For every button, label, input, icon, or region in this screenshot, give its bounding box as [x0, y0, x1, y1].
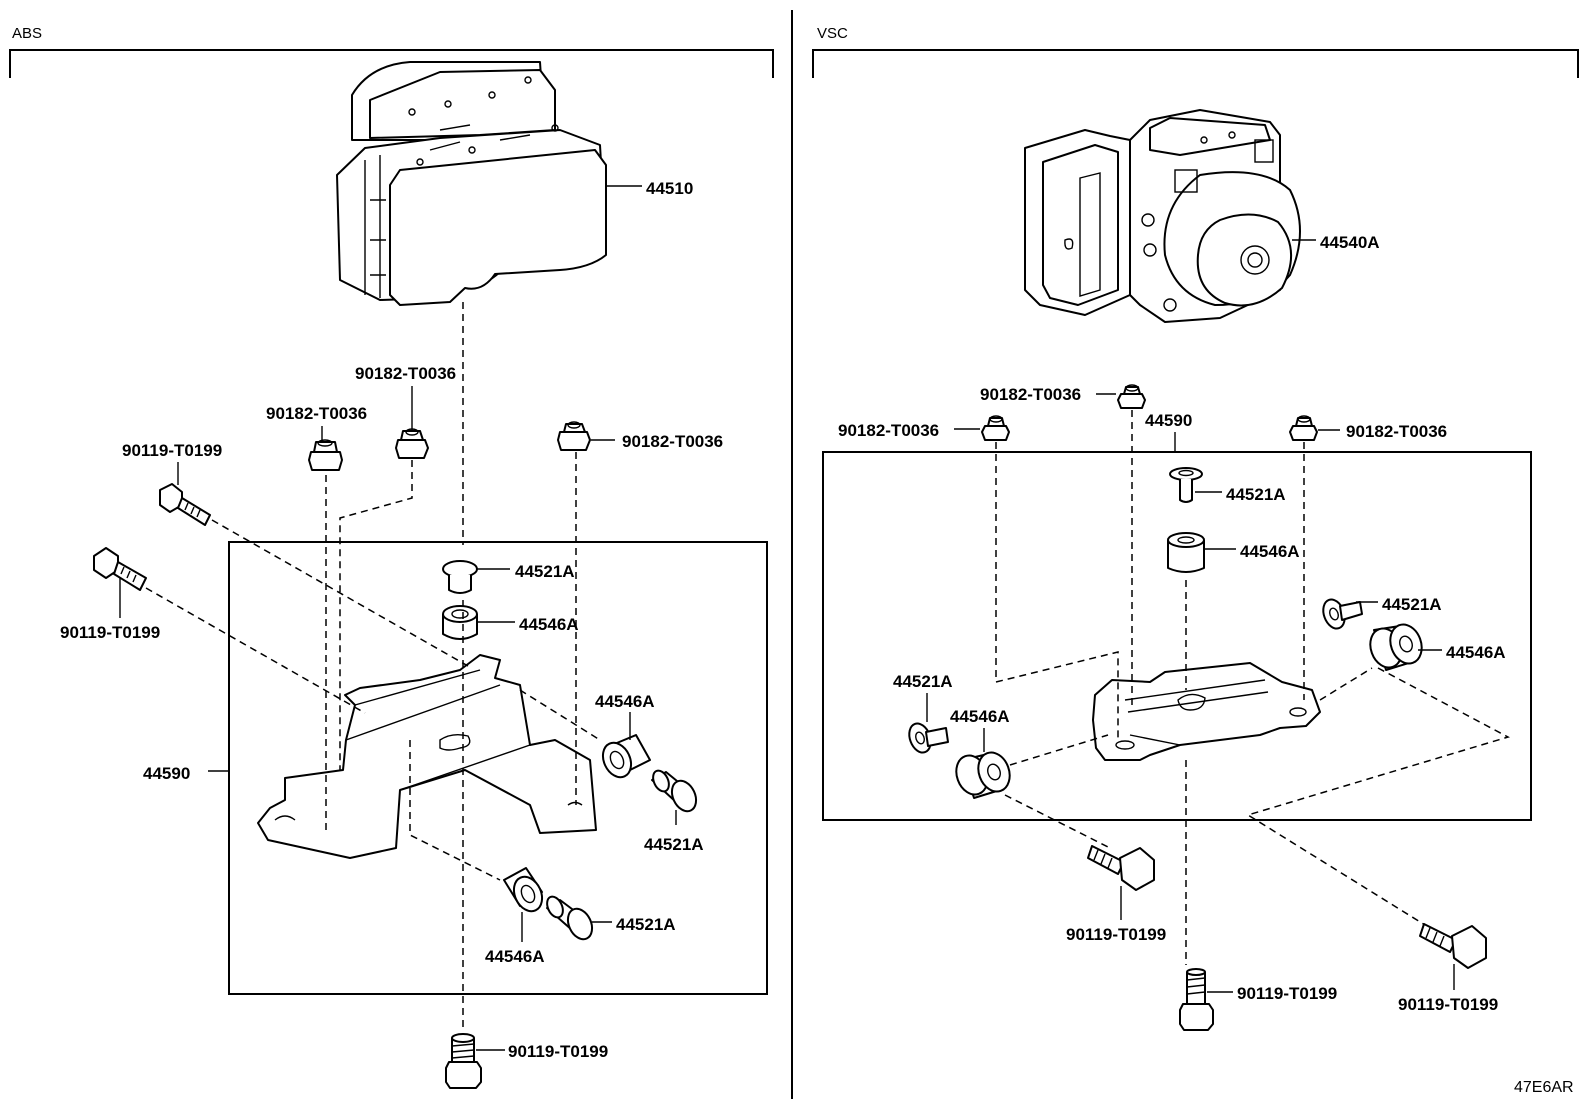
- abs-nut-2-drawing: [395, 428, 429, 459]
- vsc-collar-top-drawing: [1169, 467, 1203, 503]
- vsc-collar-right-drawing: [1322, 598, 1363, 630]
- vsc-assembly-lines: [995, 410, 1510, 965]
- abs-cushion-right-drawing: [601, 734, 651, 779]
- abs-collar-right-drawing: [651, 769, 698, 813]
- abs-nut-3-label: 90182-T0036: [622, 432, 723, 451]
- abs-collar-bottom-label: 44521A: [616, 915, 676, 934]
- abs-cushion-bottom-drawing: [503, 867, 544, 913]
- vsc-nut-3-label: 90182-T0036: [1346, 422, 1447, 441]
- vsc-cushion-top-label: 44546A: [1240, 542, 1300, 561]
- vsc-nut-1-label: 90182-T0036: [838, 421, 939, 440]
- abs-actuator-label: 44510: [646, 179, 693, 198]
- vsc-bracket-group-box: [822, 451, 1532, 821]
- abs-cushion-bottom-label: 44546A: [485, 947, 545, 966]
- abs-nut-3-drawing: [557, 421, 591, 451]
- vsc-nut-3-drawing: [1289, 415, 1318, 441]
- abs-collar-top-drawing: [442, 560, 478, 594]
- vsc-cushion-left-drawing: [955, 751, 1011, 799]
- abs-bolt-3-drawing: [445, 1033, 482, 1089]
- abs-bracket-label: 44590: [143, 764, 190, 783]
- figure-code: 47E6AR: [1514, 1079, 1574, 1096]
- abs-bolt-3-label: 90119-T0199: [508, 1042, 608, 1061]
- abs-actuator-drawing: [336, 61, 607, 306]
- vsc-cushion-top-drawing: [1167, 532, 1205, 573]
- abs-assembly-lines: [145, 302, 601, 1030]
- abs-bolt-1-label: 90119-T0199: [122, 441, 222, 460]
- vsc-cushion-right-label: 44546A: [1446, 643, 1506, 662]
- vsc-cushion-left-label: 44546A: [950, 707, 1010, 726]
- abs-section-bracket: [9, 49, 774, 78]
- section-label-vsc: VSC: [817, 25, 848, 42]
- abs-nut-1-label: 90182-T0036: [266, 404, 367, 423]
- abs-cushion-right-label: 44546A: [595, 692, 655, 711]
- vsc-bolt-1-drawing: [1087, 845, 1155, 891]
- abs-bolt-1-drawing: [159, 483, 211, 526]
- section-label-abs: ABS: [12, 25, 42, 42]
- vsc-collar-right-label: 44521A: [1382, 595, 1442, 614]
- abs-bracket-drawing: [257, 654, 597, 859]
- vsc-nut-2-drawing: [1117, 384, 1146, 409]
- abs-collar-top-label: 44521A: [515, 562, 575, 581]
- abs-nut-1-drawing: [308, 439, 343, 471]
- abs-bolt-2-drawing: [93, 547, 147, 591]
- vsc-actuator-drawing: [1024, 109, 1301, 323]
- abs-collar-bottom-drawing: [546, 895, 594, 941]
- vsc-actuator-label: 44540A: [1320, 233, 1380, 252]
- abs-cushion-top-label: 44546A: [519, 615, 579, 634]
- vsc-collar-left-drawing: [908, 722, 949, 754]
- vsc-nut-2-label: 90182-T0036: [980, 385, 1081, 404]
- vsc-collar-top-label: 44521A: [1226, 485, 1286, 504]
- vsc-bracket-drawing: [1092, 662, 1321, 761]
- vsc-cushion-right-drawing: [1369, 623, 1423, 671]
- vsc-section-bracket: [812, 49, 1579, 78]
- abs-bracket-group-box: [228, 541, 768, 995]
- vsc-collar-left-label: 44521A: [893, 672, 953, 691]
- abs-bolt-2-label: 90119-T0199: [60, 623, 160, 642]
- vsc-nut-1-drawing: [981, 415, 1010, 441]
- abs-collar-right-label: 44521A: [644, 835, 704, 854]
- vsc-bolt-2-label: 90119-T0199: [1237, 984, 1337, 1003]
- vsc-bolt-1-label: 90119-T0199: [1066, 925, 1166, 944]
- vsc-bolt-3-label: 90119-T0199: [1398, 995, 1498, 1014]
- abs-nut-2-label: 90182-T0036: [355, 364, 456, 383]
- abs-cushion-top-drawing: [442, 605, 478, 640]
- vsc-bolt-2-drawing: [1179, 968, 1214, 1031]
- vsc-bracket-label: 44590: [1145, 411, 1192, 430]
- vsc-bolt-3-drawing: [1419, 923, 1487, 969]
